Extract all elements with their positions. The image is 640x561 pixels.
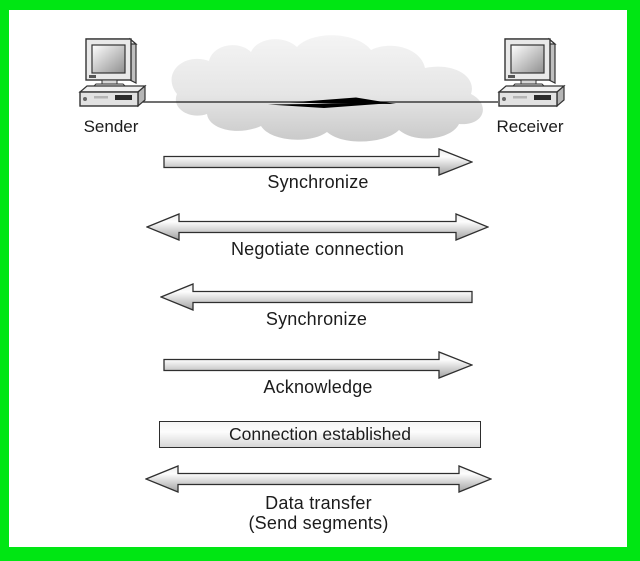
data-transfer-line2: (Send segments) [248,513,389,533]
step-label-synchronize-2: Synchronize [265,309,368,329]
step-label-synchronize-1: Synchronize [267,172,369,192]
link-line [140,97,498,108]
desktop-computer-icon [72,36,150,118]
arrow-left-icon [160,283,473,311]
data-transfer-line1: Data transfer [265,493,372,513]
receiver-label: Receiver [496,117,564,136]
arrow-both-icon [145,465,492,493]
desktop-computer-icon [491,36,569,118]
arrow-right-icon [163,148,473,176]
arrow-both-icon [146,213,489,241]
cloud-icon [171,35,483,142]
step-label-data-transfer: Data transfer (Send segments) [145,493,492,533]
step-label-negotiate-connection: Negotiate connection [230,239,405,259]
arrow-right-icon [163,351,473,379]
sender-label: Sender [83,117,139,136]
connection-established-box: Connection established [159,421,481,448]
step-label-acknowledge: Acknowledge [263,377,373,397]
